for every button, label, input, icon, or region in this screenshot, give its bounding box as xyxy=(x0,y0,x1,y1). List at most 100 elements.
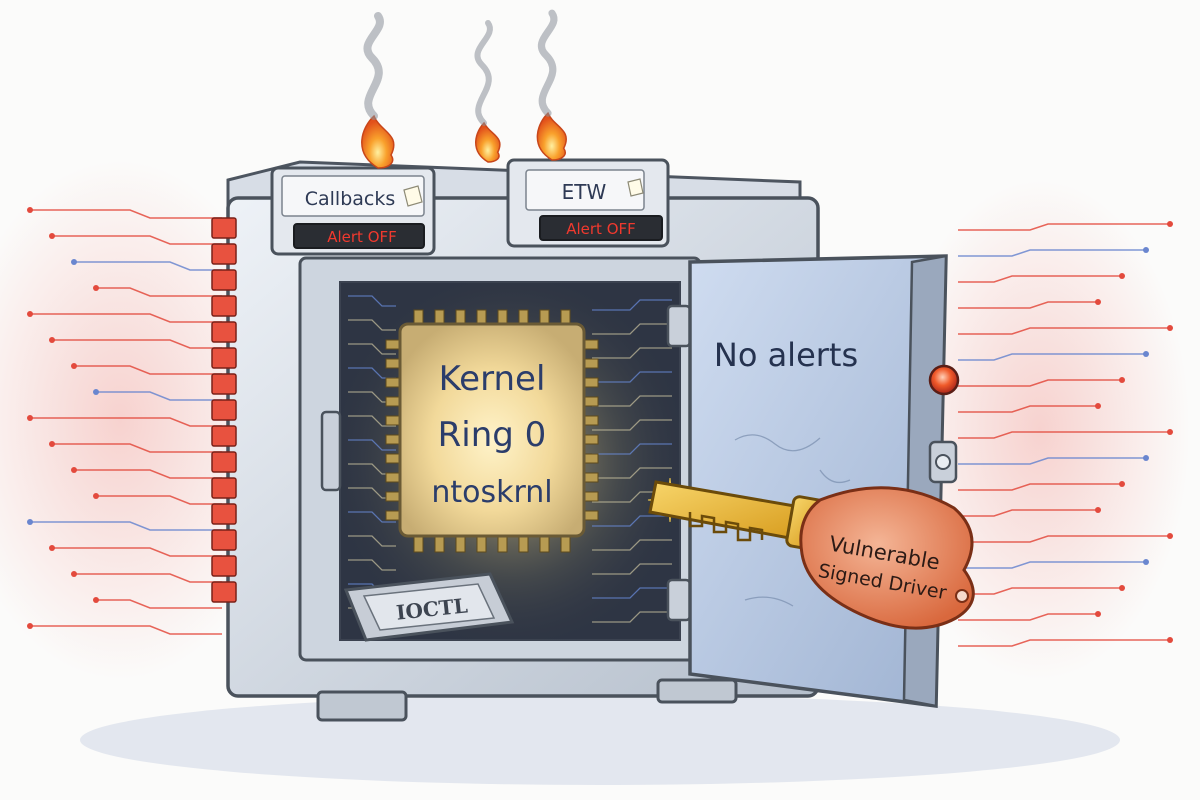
trace-node xyxy=(93,285,99,291)
etw-module: ETW Alert OFF xyxy=(508,160,668,246)
chip-pin xyxy=(584,397,598,406)
trace-node xyxy=(1167,429,1173,435)
rivet-block xyxy=(212,556,236,576)
rivet-block xyxy=(212,218,236,238)
trace-node xyxy=(93,389,99,395)
chip-pin xyxy=(519,310,528,324)
chip-line-ring: Ring 0 xyxy=(438,415,547,455)
chip-line-kernel: Kernel xyxy=(439,359,546,399)
rivet-block xyxy=(212,530,236,550)
trace-node xyxy=(49,337,55,343)
chip-pin xyxy=(386,340,400,349)
rivet-block xyxy=(212,244,236,264)
flame-icon xyxy=(537,113,566,160)
trace-node xyxy=(27,519,33,525)
chip-pin xyxy=(477,536,486,552)
trace-node xyxy=(71,363,77,369)
trace-node xyxy=(93,597,99,603)
callbacks-module: Callbacks Alert OFF xyxy=(272,168,434,254)
chip-pin xyxy=(386,359,400,368)
ground-shadow xyxy=(80,695,1120,785)
trace-node xyxy=(27,311,33,317)
chip-pin xyxy=(584,492,598,501)
trace-node xyxy=(1095,507,1101,513)
trace-node xyxy=(1143,351,1149,357)
etw-status: Alert OFF xyxy=(566,220,636,238)
trace-node xyxy=(1095,611,1101,617)
rivet-block xyxy=(212,582,236,602)
chip-pin xyxy=(477,310,486,324)
trace-node xyxy=(71,571,77,577)
rivet-block xyxy=(212,426,236,446)
chip-pin xyxy=(584,454,598,463)
chip-pin xyxy=(386,416,400,425)
chip-pin xyxy=(540,536,549,552)
safe-door: No alerts xyxy=(690,256,958,706)
chip-pin xyxy=(584,511,598,520)
trace-node xyxy=(27,415,33,421)
trace-node xyxy=(49,545,55,551)
chip-pin xyxy=(498,536,507,552)
trace-node xyxy=(71,259,77,265)
chip-pin xyxy=(519,536,528,552)
chip-pin xyxy=(386,454,400,463)
chip-pin xyxy=(456,310,465,324)
trace-node xyxy=(1095,403,1101,409)
chip-pin xyxy=(584,435,598,444)
chip-pin xyxy=(561,310,570,324)
rivet-block xyxy=(212,348,236,368)
chip-pin xyxy=(386,435,400,444)
chip-pin xyxy=(386,397,400,406)
door-handle-knob xyxy=(936,455,950,469)
callbacks-label: Callbacks xyxy=(305,188,396,210)
trace-node xyxy=(27,207,33,213)
left-latch xyxy=(322,412,340,490)
trace-node xyxy=(1167,325,1173,331)
chip-pin xyxy=(386,511,400,520)
paper-note-icon xyxy=(628,179,643,196)
smoke-icon xyxy=(477,23,490,123)
rivet-block xyxy=(212,504,236,524)
chip-pin xyxy=(584,416,598,425)
left-rivet-column xyxy=(212,218,236,602)
rivet-block xyxy=(212,374,236,394)
trace-node xyxy=(49,233,55,239)
chip-pin xyxy=(584,473,598,482)
trace-node xyxy=(1167,221,1173,227)
chip-pin xyxy=(584,340,598,349)
hinge-icon xyxy=(668,580,690,620)
trace-node xyxy=(1119,585,1125,591)
rivet-block xyxy=(212,478,236,498)
trace-node xyxy=(1167,533,1173,539)
trace-node xyxy=(1119,273,1125,279)
hinge-icon xyxy=(668,306,690,346)
rivet-block xyxy=(212,452,236,472)
trace-node xyxy=(1143,559,1149,565)
rivet-block xyxy=(212,270,236,290)
chip-pin xyxy=(435,536,444,552)
chip-pin xyxy=(456,536,465,552)
chip-pin xyxy=(414,536,423,552)
tag-hole xyxy=(956,590,968,602)
chip-pin xyxy=(386,473,400,482)
rivet-block xyxy=(212,400,236,420)
trace-node xyxy=(1119,377,1125,383)
door-note: No alerts xyxy=(714,336,858,374)
trace-node xyxy=(27,623,33,629)
trace-node xyxy=(1143,247,1149,253)
chip-pin xyxy=(584,359,598,368)
chip-pin xyxy=(540,310,549,324)
chip-pin xyxy=(414,310,423,324)
smoke-icon xyxy=(367,16,380,116)
chip-pin xyxy=(386,492,400,501)
etw-label: ETW xyxy=(562,180,607,204)
chip-pin xyxy=(561,536,570,552)
trace-node xyxy=(49,441,55,447)
chip-pin xyxy=(386,378,400,387)
paper-note-icon xyxy=(404,186,422,206)
trace-node xyxy=(1119,481,1125,487)
indicator-light-icon xyxy=(930,366,958,394)
safe-foot-left xyxy=(318,692,406,720)
